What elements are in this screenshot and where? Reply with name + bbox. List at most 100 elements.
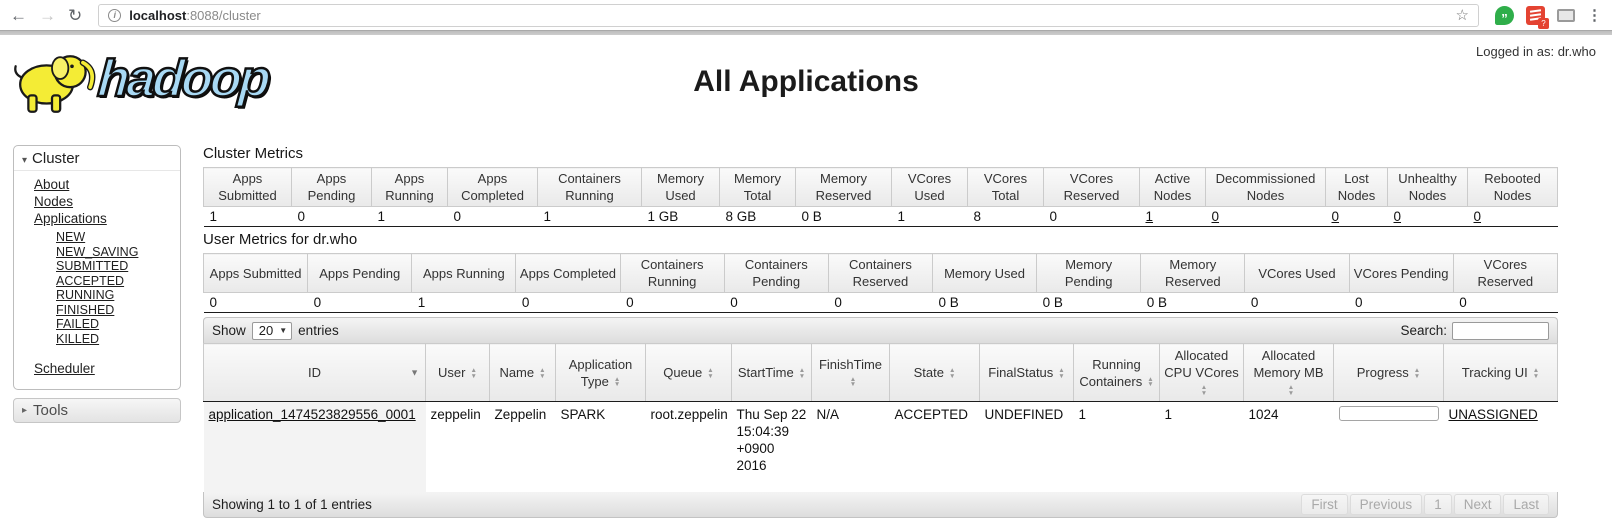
active-nodes-link[interactable]: 1 (1145, 209, 1154, 224)
forward-icon[interactable]: → (39, 5, 56, 25)
metric-value: 0 (447, 206, 538, 227)
sidebar-item-killed[interactable]: KILLED (56, 331, 100, 346)
metric-value: 0 (203, 292, 308, 313)
pagination-last-button[interactable]: Last (1503, 493, 1549, 515)
col-header-user[interactable]: User▲▼ (425, 343, 490, 402)
sidebar-section-cluster[interactable]: ▾Cluster (14, 146, 180, 171)
pagination-page-button[interactable]: 1 (1424, 493, 1452, 515)
column-header: Apps Running (411, 253, 517, 293)
application-row: application_1474523829556_0001 zeppelin … (203, 401, 1558, 492)
pagination: First Previous 1 Next Last (1301, 493, 1549, 515)
col-header-finishtime[interactable]: FinishTime▲▼ (811, 343, 890, 402)
column-header: Memory Used (931, 253, 1038, 293)
sidebar-item-applications[interactable]: Applications (34, 211, 107, 226)
sort-icon: ▲▼ (1200, 384, 1208, 397)
extension-badge: ? (1538, 17, 1549, 29)
sort-icon: ▲▼ (1058, 367, 1065, 380)
bookmark-star-icon[interactable]: ☆ (1455, 7, 1469, 24)
tracking-ui-link[interactable]: UNASSIGNED (1448, 407, 1538, 422)
sidebar-section-tools[interactable]: ▸ Tools (13, 398, 181, 423)
column-header: Active Nodes (1139, 167, 1206, 207)
metric-value: 1 (537, 206, 642, 227)
sidebar-item-finished[interactable]: FINISHED (56, 302, 115, 317)
metric-value: 0 B (1140, 292, 1245, 313)
browser-menu-icon[interactable]: ⋮ (1587, 7, 1602, 24)
extension-quote-icon[interactable]: ” (1495, 5, 1514, 25)
user-metrics-title: User Metrics for dr.who (203, 231, 358, 248)
sidebar-item-new[interactable]: NEW (56, 230, 86, 244)
url-host: localhost (129, 7, 187, 23)
col-header-progress[interactable]: Progress▲▼ (1333, 343, 1444, 402)
cell-allocated-memory-mb: 1024 (1248, 407, 1279, 422)
table-footer: Showing 1 to 1 of 1 entries First Previo… (203, 491, 1558, 518)
search-input[interactable] (1452, 321, 1549, 340)
sort-icon: ▲▼ (1287, 384, 1295, 397)
metric-value: 0 (515, 292, 621, 313)
col-header-starttime[interactable]: StartTime▲▼ (731, 343, 812, 402)
col-header-application-type[interactable]: Application Type▲▼ (555, 343, 646, 402)
sidebar-item-accepted[interactable]: ACCEPTED (56, 273, 125, 288)
browser-toolbar: ← → ↻ i localhost:8088/cluster ☆ ” ? ⋮ (0, 0, 1612, 30)
entries-label: entries (298, 323, 339, 338)
col-label: Queue (663, 365, 703, 380)
sidebar-item-failed[interactable]: FAILED (56, 317, 100, 331)
sidebar-item-submitted[interactable]: SUBMITTED (56, 259, 129, 273)
sidebar-item-new-saving[interactable]: NEW_SAVING (56, 244, 139, 259)
chevron-right-icon: ▸ (22, 405, 28, 416)
lost-nodes-link[interactable]: 0 (1331, 209, 1340, 224)
column-header: VCores Pending (1348, 253, 1454, 293)
cluster-metrics-title: Cluster Metrics (203, 145, 304, 162)
rebooted-nodes-link[interactable]: 0 (1473, 209, 1482, 224)
back-icon[interactable]: ← (10, 5, 27, 25)
pagination-next-button[interactable]: Next (1453, 493, 1502, 515)
pagination-first-button[interactable]: First (1301, 493, 1348, 515)
col-header-running-containers[interactable]: Running Containers▲▼ (1073, 343, 1160, 402)
col-header-finalstatus[interactable]: FinalStatus ▲▼ (979, 343, 1074, 402)
sidebar-item-nodes[interactable]: Nodes (34, 194, 74, 209)
metric-value: 1 (203, 206, 292, 227)
extension-window-icon[interactable] (1557, 8, 1575, 22)
cell-finalstatus: UNDEFINED (984, 407, 1064, 422)
page-info-icon[interactable]: i (108, 8, 122, 22)
col-header-queue[interactable]: Queue▲▼ (645, 343, 732, 402)
hadoop-elephant-icon (14, 55, 96, 113)
pagination-previous-button[interactable]: Previous (1349, 493, 1423, 515)
metric-value: 0 (1043, 206, 1140, 227)
col-header-state[interactable]: State▲▼ (889, 343, 980, 402)
metric-value: 0 (724, 292, 829, 313)
page-header: hadoop All Applications Logged in as: dr… (0, 35, 1612, 129)
page-size-select[interactable]: 20 ▼ (251, 321, 293, 340)
application-id-link[interactable]: application_1474523829556_0001 (208, 407, 416, 422)
sidebar-item-running[interactable]: RUNNING (56, 288, 115, 302)
col-header-name[interactable]: Name▲▼ (489, 343, 556, 402)
cell-running-containers: 1 (1078, 407, 1087, 422)
column-header: Memory Reserved (795, 167, 892, 207)
sidebar: ▾Cluster About Nodes Applications NEW NE… (13, 145, 181, 423)
sidebar-item-about[interactable]: About (34, 177, 70, 192)
metric-value: 8 GB (719, 206, 796, 227)
metric-value: 0 (291, 206, 372, 227)
column-header: Apps Running (371, 167, 448, 207)
showing-entries-label: Showing 1 to 1 of 1 entries (212, 496, 372, 512)
url-text[interactable]: localhost:8088/cluster (129, 8, 1447, 23)
column-header: Apps Pending (291, 167, 372, 207)
metric-value: 8 (967, 206, 1044, 227)
sort-icon: ▲▼ (798, 367, 806, 380)
address-bar[interactable]: i localhost:8088/cluster ☆ (98, 3, 1479, 27)
col-label: Name (499, 365, 535, 380)
col-header-id[interactable]: ID ▼ (203, 343, 426, 402)
unhealthy-nodes-link[interactable]: 0 (1393, 209, 1402, 224)
cell-queue: root.zeppelin (650, 407, 728, 422)
col-header-tracking-ui[interactable]: Tracking UI▲▼ (1443, 343, 1558, 402)
extension-todoist-icon[interactable]: ? (1526, 5, 1549, 29)
col-header-allocated-cpu-vcores[interactable]: Allocated CPU VCores▲▼ (1159, 343, 1244, 402)
col-header-allocated-memory-mb[interactable]: Allocated Memory MB▲▼ (1243, 343, 1334, 402)
col-label: FinalStatus (988, 365, 1054, 380)
col-label: State (913, 365, 944, 380)
decommissioned-nodes-link[interactable]: 0 (1211, 209, 1220, 224)
sidebar-item-scheduler[interactable]: Scheduler (34, 361, 95, 376)
column-header: Apps Submitted (203, 167, 292, 207)
sort-icon: ▲▼ (1413, 367, 1421, 380)
refresh-icon[interactable]: ↻ (68, 5, 83, 25)
metric-value: 1 (891, 206, 968, 227)
